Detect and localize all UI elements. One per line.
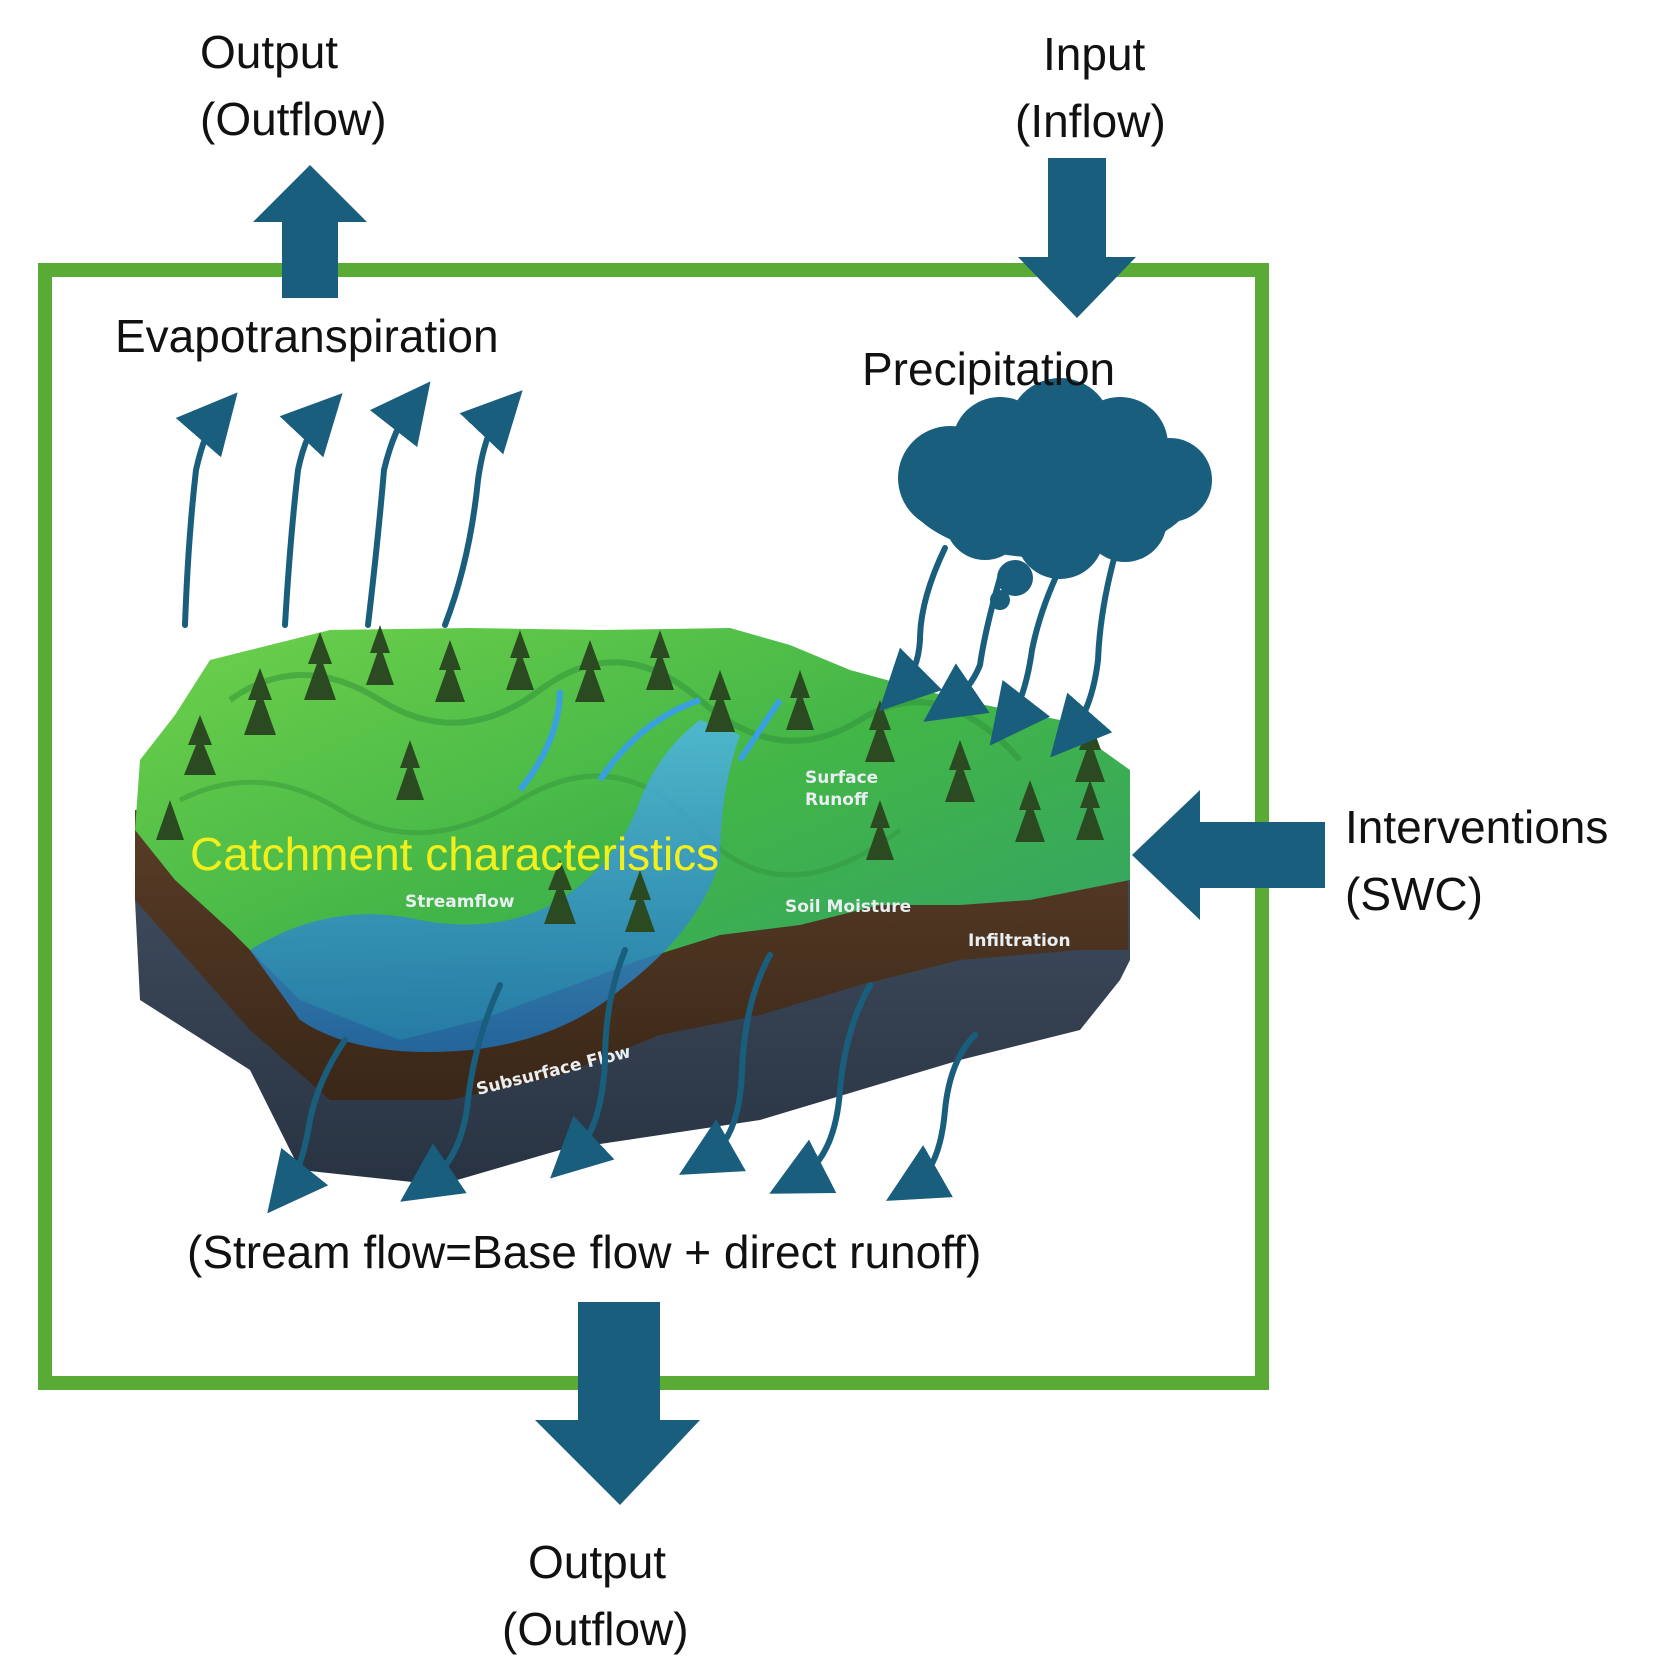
- output-down-arrow-icon: [535, 1302, 700, 1505]
- stream-channel: [517, 689, 783, 792]
- evapotranspiration-label: Evapotranspiration: [115, 310, 499, 362]
- output-top-title: Output: [200, 26, 338, 78]
- output-bottom-title: Output: [528, 1536, 666, 1588]
- label-surface-runoff-line1: Surface: [805, 768, 878, 788]
- catchment-illustration: Surface Runoff Streamflow Soil Moisture …: [135, 625, 1130, 1185]
- label-streamflow: Streamflow: [405, 892, 515, 912]
- tree-icon: [156, 625, 1105, 932]
- precipitation-arrows: [878, 545, 1118, 758]
- stream-flow-equation: (Stream flow=Base flow + direct runoff): [187, 1226, 981, 1278]
- catchment-characteristics-label: Catchment characteristics: [190, 828, 719, 880]
- label-soil-moisture: Soil Moisture: [785, 897, 911, 917]
- input-title: Input: [1043, 28, 1146, 80]
- input-down-arrow-icon: [1018, 158, 1136, 318]
- input-subtitle: (Inflow): [1015, 95, 1166, 147]
- label-infiltration: Infiltration: [968, 931, 1071, 951]
- evapotranspiration-arrows: [175, 381, 523, 628]
- output-bottom-subtitle: (Outflow): [502, 1603, 689, 1655]
- label-surface-runoff-line2: Runoff: [805, 790, 868, 810]
- interventions-subtitle: (SWC): [1345, 868, 1483, 920]
- cloud-icon: [898, 378, 1212, 610]
- interventions-title: Interventions: [1345, 801, 1608, 853]
- output-up-arrow-icon: [253, 165, 367, 298]
- baseflow-arrows: [267, 947, 978, 1214]
- terrain-ridges-2: [178, 773, 902, 878]
- output-top-subtitle: (Outflow): [200, 93, 387, 145]
- precipitation-label: Precipitation: [862, 343, 1115, 395]
- interventions-left-arrow-icon: [1132, 790, 1325, 920]
